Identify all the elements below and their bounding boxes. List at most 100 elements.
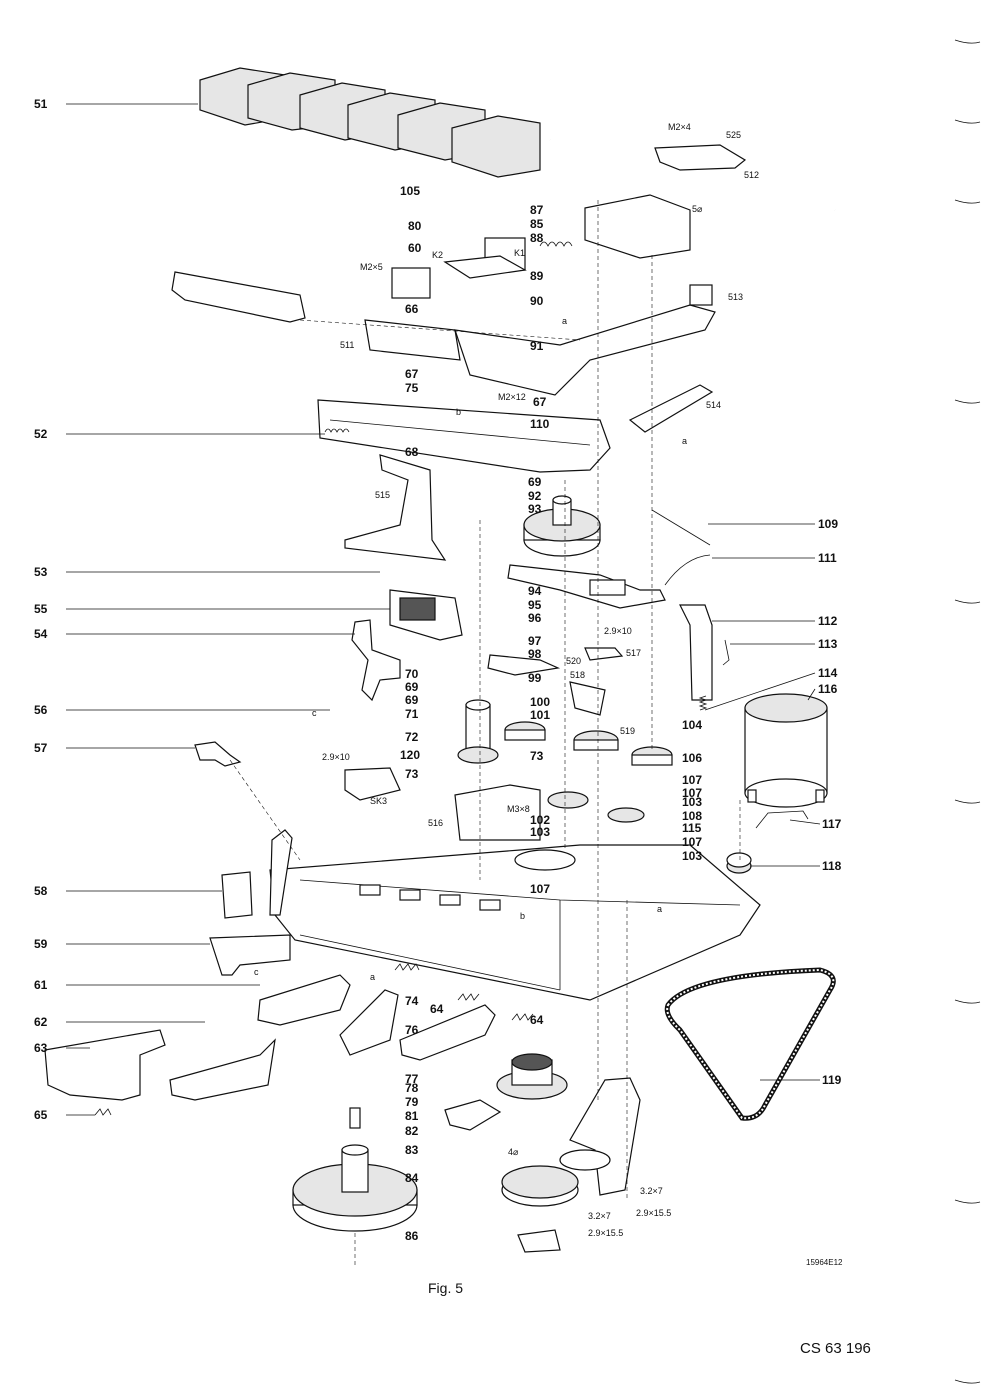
part-112	[679, 604, 713, 701]
lever-top-left	[269, 829, 293, 916]
connector-513	[689, 284, 713, 306]
label-2-9x15-5-a: 2.9×15.5	[636, 1208, 671, 1218]
callout-56: 56	[34, 703, 48, 717]
label-b2: b	[520, 911, 525, 921]
callout-103: 103	[682, 795, 702, 809]
callout-103c: 103	[530, 825, 550, 839]
callout-69c: 69	[405, 693, 419, 707]
label-a1: a	[562, 316, 567, 326]
flywheel-83	[292, 1107, 418, 1232]
gear-assembly-79	[496, 1053, 568, 1100]
callout-73b: 73	[530, 749, 544, 763]
callout-107b: 107	[682, 786, 702, 800]
callout-64: 64	[430, 1002, 444, 1016]
callout-71: 71	[405, 707, 419, 721]
label-525: 525	[726, 130, 741, 140]
lever-98	[487, 654, 561, 676]
callout-115: 115	[682, 821, 702, 835]
callouts-right: 109 111 112 113 114 116 117 118 119	[818, 517, 842, 1087]
callout-62: 62	[34, 1015, 48, 1029]
slider-60	[171, 271, 306, 323]
label-3-2x7-b: 3.2×7	[588, 1211, 611, 1221]
motor-116	[744, 693, 828, 808]
callout-57: 57	[34, 741, 48, 755]
bracket-515	[344, 454, 447, 561]
leader-lines	[66, 103, 821, 1265]
callout-92: 92	[528, 489, 542, 503]
gear-106	[631, 746, 673, 766]
callout-80: 80	[408, 219, 422, 233]
label-2-9x10-a: 2.9×10	[604, 626, 632, 636]
callouts-inline: 105 80 87 85 88 60 89 90 66 91 67 75 110…	[400, 184, 702, 1243]
callout-83: 83	[405, 1143, 419, 1157]
callout-104: 104	[682, 718, 702, 732]
figure-caption: Fig. 5	[428, 1280, 464, 1296]
callout-67: 67	[405, 367, 419, 381]
callout-111: 111	[818, 551, 837, 565]
spring-64a	[457, 993, 480, 1001]
gear-519	[573, 730, 619, 751]
callout-95: 95	[528, 598, 542, 612]
callout-96: 96	[528, 611, 542, 625]
callout-75: 75	[405, 381, 419, 395]
head-block-55	[389, 589, 463, 641]
callout-119: 119	[822, 1073, 842, 1087]
callout-114: 114	[818, 666, 838, 680]
spring-88	[539, 241, 573, 247]
slider-61	[257, 974, 351, 1026]
belt-119	[664, 967, 836, 1121]
slider-63	[44, 1029, 166, 1101]
margin-ticks	[954, 39, 981, 1384]
spring-114	[698, 695, 708, 711]
callout-88: 88	[530, 231, 544, 245]
lever-79	[444, 1099, 502, 1131]
label-516: 516	[428, 818, 443, 828]
relay-k2	[391, 267, 431, 299]
label-515: 515	[375, 490, 390, 500]
slider-76	[399, 1004, 496, 1061]
label-k1: K1	[514, 248, 525, 258]
callout-87: 87	[530, 203, 544, 217]
callout-63: 63	[34, 1041, 48, 1055]
main-chassis	[269, 844, 761, 1001]
callout-68: 68	[405, 445, 419, 459]
housing-cover	[454, 784, 541, 841]
plate-513	[454, 304, 716, 396]
lever-57	[194, 741, 242, 767]
gear-108	[607, 807, 645, 823]
label-m3x8: M3×8	[507, 804, 530, 814]
callout-69b: 69	[405, 680, 419, 694]
callout-110: 110	[530, 417, 550, 431]
callout-107: 107	[682, 773, 702, 787]
callout-67b: 67	[533, 395, 547, 409]
label-513: 513	[728, 292, 743, 302]
callout-64b: 64	[530, 1013, 544, 1027]
label-514: 514	[706, 400, 721, 410]
callout-59: 59	[34, 937, 48, 951]
callout-100: 100	[530, 695, 550, 709]
callout-52: 52	[34, 427, 48, 441]
document-number: CS 63 196	[800, 1340, 871, 1357]
spring-111	[664, 554, 711, 586]
callout-84: 84	[405, 1171, 419, 1185]
callout-90: 90	[530, 294, 544, 308]
label-m2x12: M2×12	[498, 392, 526, 402]
callout-70: 70	[405, 667, 419, 681]
label-c2: c	[254, 967, 259, 977]
bracket-525	[654, 144, 747, 171]
plate-89	[443, 255, 527, 279]
callout-98: 98	[528, 647, 542, 661]
callout-81: 81	[405, 1109, 419, 1123]
rod-109	[651, 509, 711, 546]
label-a3: a	[657, 904, 662, 914]
callout-99: 99	[528, 671, 542, 685]
callout-86: 86	[405, 1229, 419, 1243]
label-2-9x15-5-b: 2.9×15.5	[588, 1228, 623, 1238]
slider-77	[339, 989, 399, 1056]
callout-93: 93	[528, 502, 542, 516]
label-sk3: SK3	[370, 796, 387, 806]
bracket-58	[221, 871, 253, 919]
label-518: 518	[570, 670, 585, 680]
callout-60: 60	[408, 241, 422, 255]
callout-102: 102	[530, 813, 550, 827]
